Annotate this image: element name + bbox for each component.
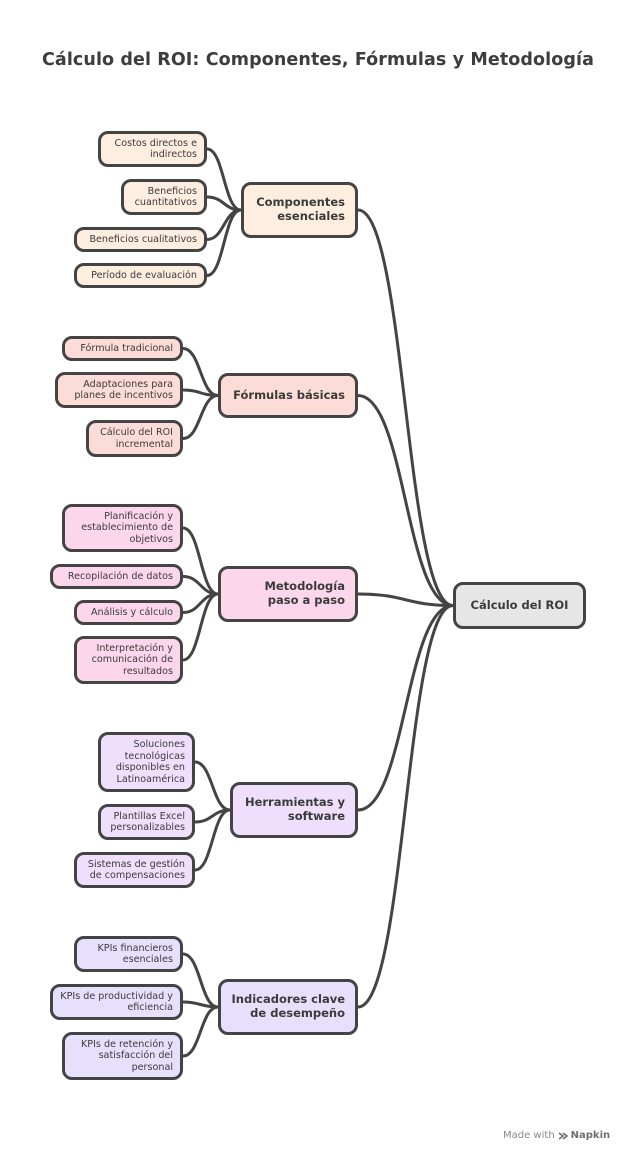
node-label: KPIs financieros esenciales [97, 942, 173, 966]
leaf-node[interactable]: Planificación y establecimiento de objet… [62, 504, 183, 552]
node-label: Componentes esenciales [256, 195, 345, 223]
branch-node[interactable]: Fórmulas básicas [218, 373, 358, 418]
leaf-connector [181, 1005, 220, 1058]
node-label: Indicadores clave de desempeño [231, 992, 345, 1020]
leaf-node[interactable]: Beneficios cualitativos [74, 227, 207, 252]
node-label: Cálculo del ROI [470, 597, 569, 612]
leaf-node[interactable]: Plantillas Excel personalizables [98, 804, 195, 840]
node-label: Fórmulas básicas [233, 387, 345, 402]
node-label: Planificación y establecimiento de objet… [81, 510, 173, 545]
node-label: Interpretación y comunicación de resulta… [91, 642, 173, 677]
leaf-node[interactable]: KPIs de productividad y eficiencia [50, 984, 183, 1020]
leaf-node[interactable]: KPIs financieros esenciales [74, 936, 183, 972]
branch-connector [356, 394, 455, 607]
leaf-node[interactable]: Interpretación y comunicación de resulta… [74, 636, 183, 684]
leaf-node[interactable]: Fórmula tradicional [62, 336, 183, 361]
node-label: Fórmula tradicional [80, 342, 173, 354]
branch-node[interactable]: Indicadores clave de desempeño [218, 979, 358, 1035]
leaf-node[interactable]: Beneficios cuantitativos [121, 179, 207, 215]
leaf-connector [205, 195, 243, 212]
leaf-connector [205, 208, 243, 277]
node-label: Soluciones tecnológicas disponibles en L… [115, 739, 185, 785]
leaf-connector [181, 952, 220, 1009]
central-node[interactable]: Cálculo del ROI [453, 582, 586, 629]
napkin-logo-icon [558, 1131, 568, 1140]
leaf-node[interactable]: Recopilación de datos [50, 564, 183, 589]
made-with-label: Made with [503, 1130, 555, 1141]
node-label: Análisis y cálculo [90, 606, 173, 618]
leaf-connector [181, 394, 220, 440]
node-label: Beneficios cuantitativos [134, 185, 197, 209]
node-label: Adaptaciones para planes de incentivos [74, 378, 173, 402]
leaf-node[interactable]: Cálculo del ROI incremental [86, 420, 183, 457]
leaf-connector [181, 347, 220, 397]
leaf-node[interactable]: Análisis y cálculo [74, 600, 183, 625]
branch-connector [356, 592, 455, 607]
leaf-connector [205, 147, 243, 212]
node-label: Costos directos e indirectos [114, 137, 198, 161]
diagram-title: Cálculo del ROI: Componentes, Fórmulas y… [41, 50, 595, 70]
napkin-brand: Napkin [570, 1130, 611, 1141]
branch-node[interactable]: Componentes esenciales [241, 182, 358, 238]
node-label: KPIs de productividad y eficiencia [60, 990, 173, 1014]
node-label: Herramientas y software [244, 795, 345, 823]
node-label: Plantillas Excel personalizables [110, 810, 185, 834]
leaf-connector [181, 526, 220, 596]
node-label: KPIs de retención y satisfacción del per… [81, 1038, 173, 1073]
node-label: Beneficios cualitativos [89, 233, 197, 245]
leaf-connector [193, 760, 232, 812]
leaf-node[interactable]: KPIs de retención y satisfacción del per… [62, 1032, 183, 1080]
leaf-node[interactable]: Sistemas de gestión de compensaciones [74, 852, 195, 888]
node-label: Sistemas de gestión de compensaciones [87, 858, 185, 882]
branch-connector [356, 208, 455, 607]
leaf-connector [193, 808, 232, 872]
node-label: Recopilación de datos [67, 570, 173, 582]
branch-node[interactable]: Herramientas y software [230, 782, 358, 838]
node-label: Período de evaluación [91, 269, 197, 281]
node-label: Metodología paso a paso [264, 579, 345, 607]
footer-attribution: Made with Napkin [503, 1130, 610, 1141]
leaf-node[interactable]: Costos directos e indirectos [98, 131, 207, 167]
leaf-node[interactable]: Adaptaciones para planes de incentivos [55, 372, 183, 408]
node-label: Cálculo del ROI incremental [100, 427, 173, 450]
branch-connector [356, 604, 455, 1009]
leaf-node[interactable]: Soluciones tecnológicas disponibles en L… [98, 732, 195, 792]
leaf-connector [181, 592, 220, 662]
leaf-node[interactable]: Período de evaluación [74, 263, 207, 288]
branch-connector [356, 604, 455, 812]
branch-node[interactable]: Metodología paso a paso [218, 566, 358, 622]
